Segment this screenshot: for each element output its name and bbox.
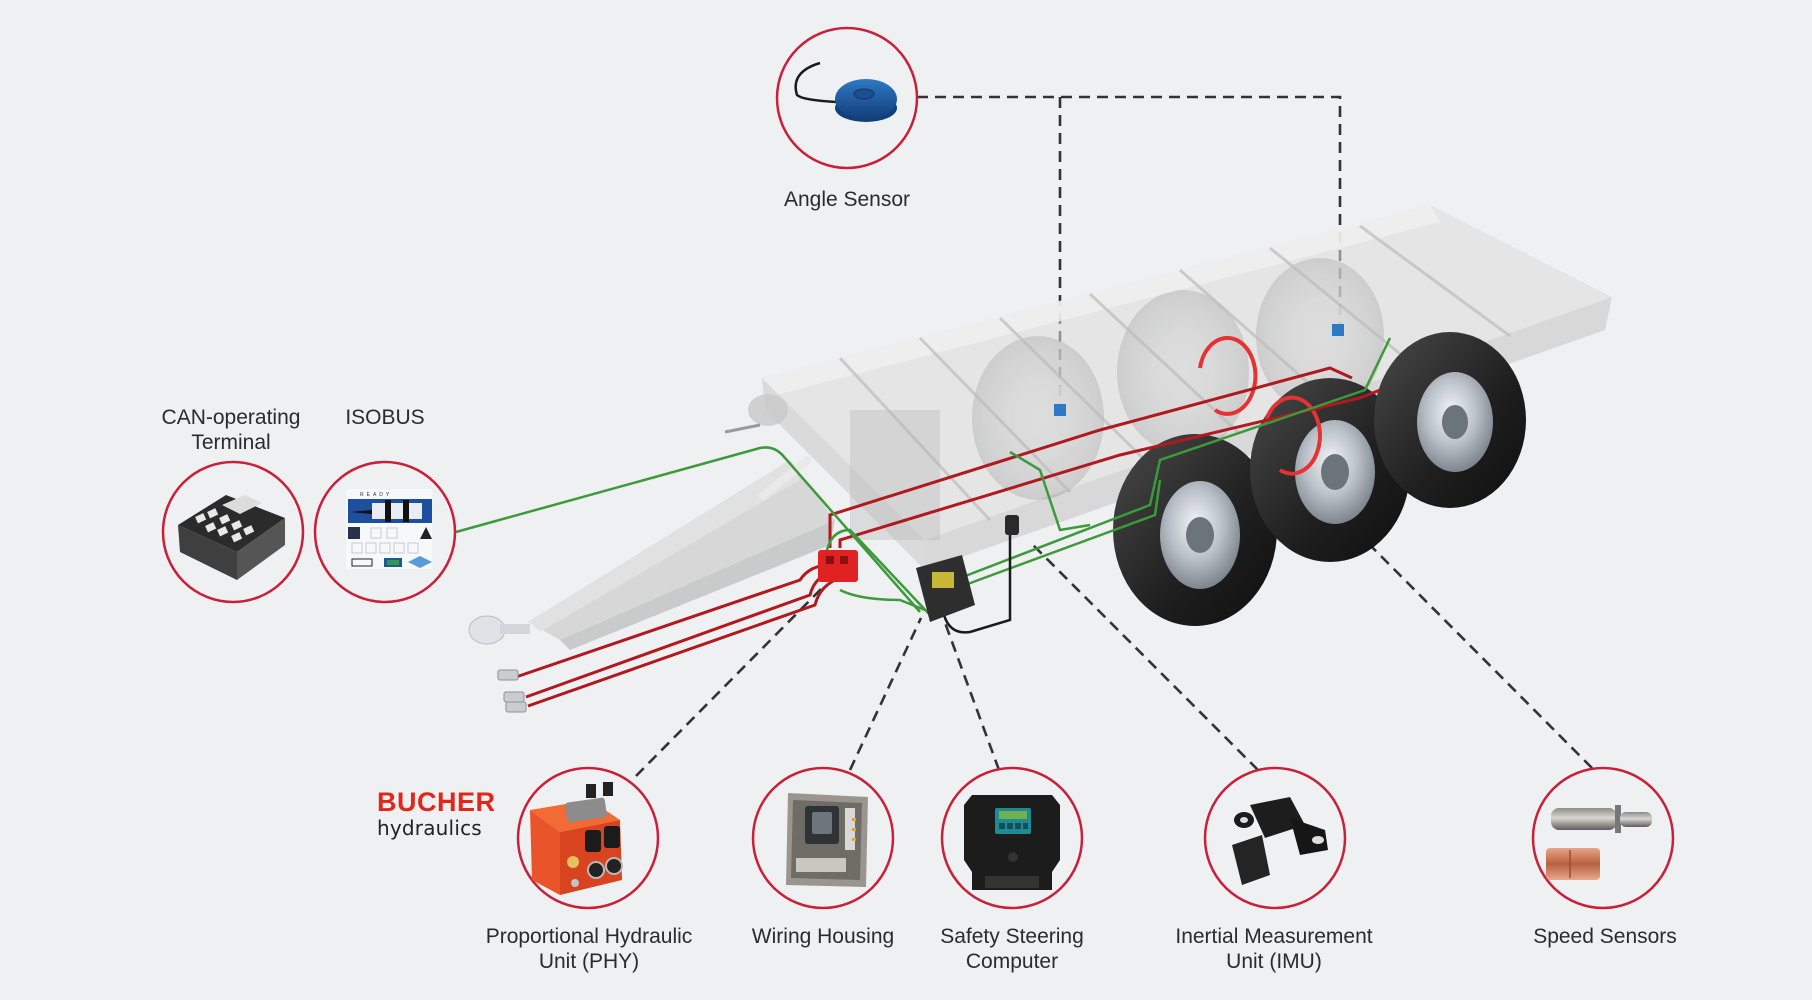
speed-sensor-icon (1546, 805, 1652, 880)
callout-phy[interactable] (516, 766, 660, 910)
power-cable (942, 530, 1012, 634)
isobus-screen-icon: READY (346, 489, 432, 569)
label-angle-sensor: Angle Sensor (783, 188, 911, 211)
callout-can-terminal[interactable] (161, 460, 305, 604)
wheel (1374, 332, 1526, 508)
can-bus-lines (455, 337, 1392, 616)
hydraulic-couplers (497, 669, 527, 713)
label-isobus: ISOBUS (345, 406, 425, 429)
callout-isobus[interactable]: READY (313, 460, 457, 604)
leader-line-phy (635, 583, 827, 777)
mounted-angle-sensor-front (1054, 404, 1066, 416)
callout-angle-sensor[interactable] (775, 26, 919, 170)
leader-line-speed-sensors (1354, 529, 1593, 769)
control-terminal-icon (178, 495, 285, 580)
angle-sensor-icon (794, 61, 897, 122)
wiring-box-icon (786, 793, 868, 887)
isobus-can-line (455, 446, 921, 613)
imu-sensor-icon (1232, 797, 1328, 885)
brand-name: BUCHER (377, 787, 496, 817)
mounted-phy (818, 550, 858, 582)
drawbar (468, 394, 835, 650)
mounted-angle-sensor-rear (1332, 324, 1344, 336)
label-wiring-housing: Wiring Housing (751, 925, 895, 948)
trailer-illustration (455, 205, 1612, 713)
callouts: READY (161, 26, 1675, 910)
label-speed-sensors: Speed Sensors (1533, 925, 1677, 948)
bucher-hydraulics-logo: BUCHER hydraulics (377, 788, 496, 840)
steering-arrows (1198, 335, 1322, 476)
label-ssc: Safety Steering Computer (940, 925, 1084, 973)
front-wheels (1113, 332, 1526, 626)
callout-wiring-housing[interactable] (751, 766, 895, 910)
callout-imu[interactable] (1203, 766, 1347, 910)
label-phy: Proportional Hydraulic Unit (PHY) (485, 925, 693, 973)
hydraulic-valve-icon (530, 782, 623, 895)
steering-arrow (1263, 395, 1322, 476)
label-can-terminal: CAN-operating Terminal (161, 406, 301, 454)
steering-arrow (1198, 335, 1258, 416)
leader-line-ssc (942, 619, 1001, 771)
mounted-ssc (916, 555, 975, 622)
wheel (1250, 378, 1410, 562)
callout-speed-sensors[interactable] (1531, 766, 1675, 910)
brand-subtitle: hydraulics (377, 816, 482, 840)
mounted-imu (1005, 515, 1019, 535)
leader-line-wiring-housing (848, 617, 923, 771)
label-imu: Inertial Measurement Unit (IMU) (1175, 925, 1373, 973)
steering-computer-icon (964, 795, 1060, 890)
isobus-screen-status: READY (360, 492, 392, 498)
hitch-eye (468, 615, 506, 645)
callout-ssc[interactable] (940, 766, 1084, 910)
